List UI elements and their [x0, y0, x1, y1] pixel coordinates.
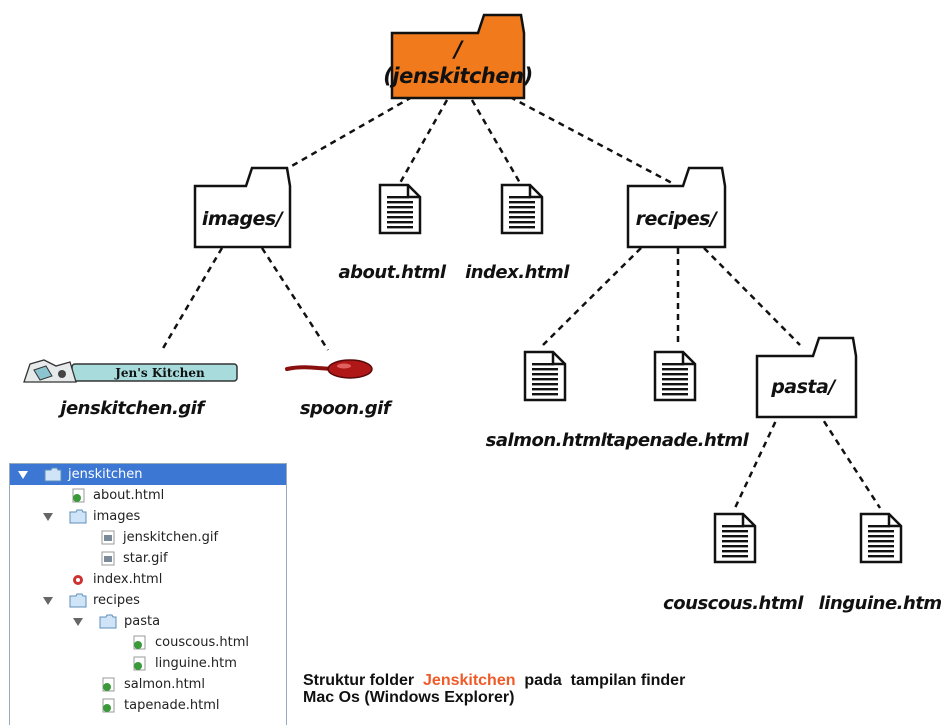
tree-item-star-gif[interactable]: star.gif [10, 548, 286, 569]
tree-item-label: linguine.htm [155, 656, 237, 671]
tree-item-label: salmon.html [124, 677, 205, 692]
tree-item-label: jenskitchen [68, 467, 143, 482]
tree-item-jenskitchen-gif[interactable]: jenskitchen.gif [10, 527, 286, 548]
document-icon [859, 512, 903, 564]
caption-text: pada tampilan finder [524, 672, 686, 689]
folder-icon [755, 336, 858, 419]
disclosure-triangle-icon[interactable] [73, 618, 83, 626]
html-file-icon [102, 677, 115, 692]
couscous-html-label: couscous.html [663, 593, 804, 614]
tree-item-couscous-html[interactable]: couscous.html [10, 632, 286, 653]
caption-text: Struktur folder [303, 672, 415, 689]
about-html-label: about.html [339, 262, 447, 283]
tree-item-linguine-htm[interactable]: linguine.htm [10, 653, 286, 674]
logo-text: Jen's Kitchen [114, 366, 205, 380]
document-icon [523, 350, 567, 402]
index-html-label: index.html [465, 262, 570, 283]
html-file-icon [133, 635, 146, 650]
recipes-folder: recipes/ [626, 166, 727, 249]
html-file-icon [73, 575, 83, 585]
tree-item-pasta[interactable]: pasta [10, 611, 286, 632]
tree-item-label: about.html [93, 488, 165, 503]
caption-highlight: Jenskitchen [423, 672, 516, 689]
html-file-icon [133, 656, 146, 671]
root-folder-label-2: (jenskitchen) [383, 64, 532, 88]
images-folder: images/ [193, 166, 292, 249]
tree-item-jenskitchen[interactable]: jenskitchen [10, 464, 286, 485]
html-file-icon [102, 698, 115, 713]
document-icon [378, 183, 422, 235]
jenskitchen-gif-label: jenskitchen.gif [57, 398, 206, 419]
tree-item-label: recipes [93, 593, 140, 608]
caption-line-1: Struktur folder Jenskitchen pada tampila… [303, 672, 823, 689]
tree-item-tapenade-html[interactable]: tapenade.html [10, 695, 286, 716]
folder-icon [44, 467, 62, 482]
tree-item-recipes[interactable]: recipes [10, 590, 286, 611]
linguine-html-label: linguine.html [819, 593, 941, 614]
document-icon [500, 183, 544, 235]
pasta-folder-label: pasta/ [770, 376, 837, 398]
root-folder: / (jenskitchen) [383, 13, 533, 100]
root-folder-label-1: / [451, 38, 464, 63]
tree-item-label: tapenade.html [124, 698, 220, 713]
folder-icon [626, 166, 727, 249]
folder-icon [69, 593, 87, 608]
pasta-folder: pasta/ [755, 336, 858, 419]
salmon-html-label: salmon.html [486, 430, 608, 451]
spoon-image [285, 359, 373, 379]
document-icon [653, 350, 697, 402]
disclosure-triangle-icon[interactable] [18, 471, 28, 479]
recipes-folder-label: recipes/ [636, 208, 719, 230]
gif-file-icon [101, 530, 115, 545]
spoon-gif-label: spoon.gif [300, 398, 393, 419]
tree-item-images[interactable]: images [10, 506, 286, 527]
tree-item-about-html[interactable]: about.html [10, 485, 286, 506]
tapenade-html-label: tapenade.html [606, 430, 750, 451]
disclosure-triangle-icon[interactable] [43, 513, 53, 521]
finder-tree-view: jenskitchen about.html images jenskitche… [9, 463, 287, 725]
tree-item-label: jenskitchen.gif [123, 530, 219, 545]
tree-item-label: index.html [93, 572, 163, 587]
html-file-icon [72, 488, 85, 503]
images-folder-label: images/ [202, 208, 285, 230]
folder-icon [69, 509, 87, 524]
tree-item-label: images [93, 509, 141, 524]
caption-line-2: Mac Os (Windows Explorer) [303, 689, 515, 706]
document-icon [713, 512, 757, 564]
jenskitchen-logo-image: Jen's Kitchen [23, 359, 238, 383]
folder-icon [99, 614, 117, 629]
tree-item-label: couscous.html [155, 635, 249, 650]
disclosure-triangle-icon[interactable] [43, 597, 53, 605]
gif-file-icon [101, 551, 115, 566]
tree-item-salmon-html[interactable]: salmon.html [10, 674, 286, 695]
folder-icon [193, 166, 292, 249]
folder-icon [390, 13, 526, 100]
tree-item-label: star.gif [123, 551, 168, 566]
caption: Struktur folder Jenskitchen pada tampila… [303, 672, 823, 706]
tree-item-label: pasta [124, 614, 161, 629]
tree-item-index-html[interactable]: index.html [10, 569, 286, 590]
